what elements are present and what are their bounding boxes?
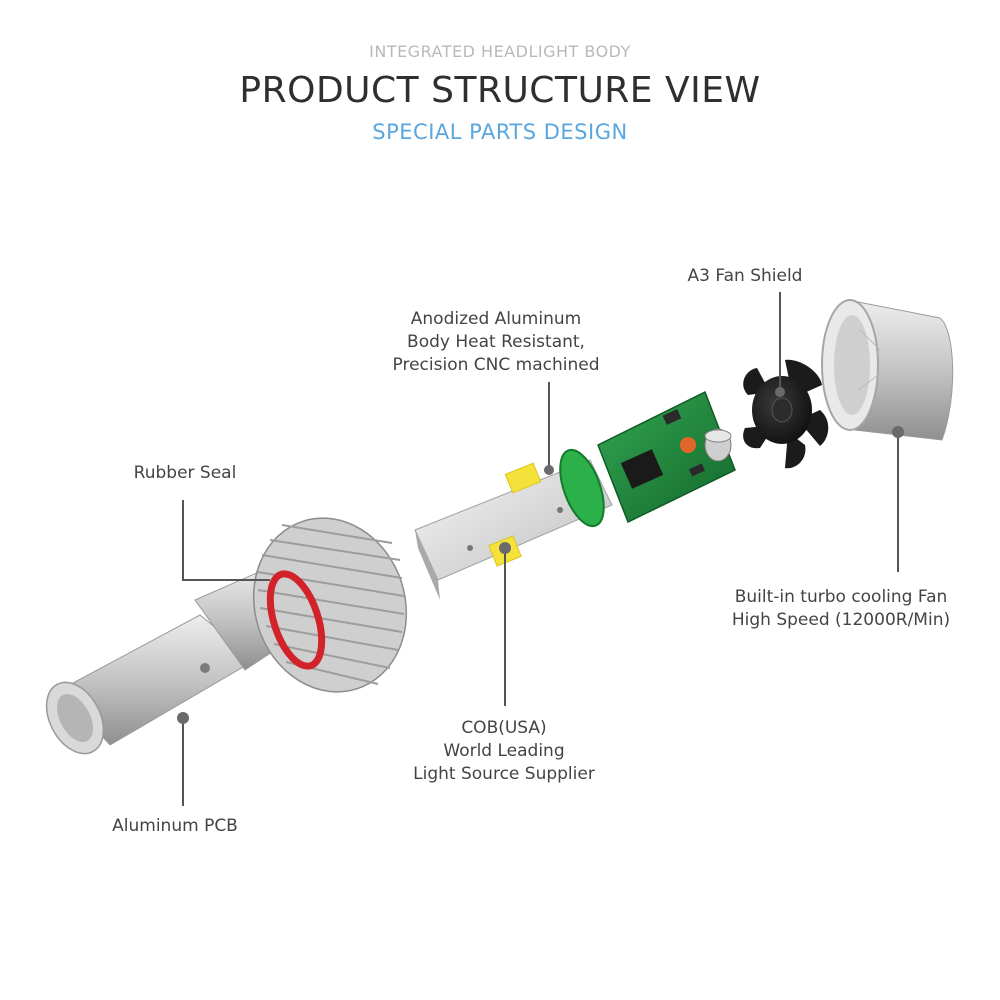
cooling-fan: [743, 359, 829, 469]
leader-rubber-seal: [182, 500, 270, 581]
callout-fan-shield: A3 Fan Shield: [650, 265, 840, 288]
callout-aluminum-pcb: Aluminum PCB: [95, 815, 255, 838]
callout-cob-line2: World Leading: [443, 741, 565, 761]
page-title: PRODUCT STRUCTURE VIEW: [239, 70, 761, 111]
rubber-seal-ring: [266, 570, 326, 670]
callout-aluminum-body: Anodized Aluminum Body Heat Resistant, P…: [370, 308, 622, 377]
page-subtitle: SPECIAL PARTS DESIGN: [372, 120, 628, 144]
green-collar: [559, 448, 605, 528]
callout-cooling-fan: Built-in turbo cooling Fan High Speed (1…: [712, 586, 970, 632]
callout-cooling-fan-line2: High Speed (12000R/Min): [731, 610, 951, 630]
callout-cob: COB(USA) World Leading Light Source Supp…: [395, 717, 613, 786]
capacitor: [704, 428, 732, 462]
fan-shield-ring: [821, 299, 954, 441]
callout-aluminum-body-line3: Precision CNC machined: [392, 355, 600, 375]
callout-cooling-fan-line1: Built-in turbo cooling Fan: [734, 587, 948, 607]
callout-cob-line1: COB(USA): [461, 718, 547, 738]
bulb-base: [45, 564, 321, 755]
callout-rubber-seal-text: Rubber Seal: [133, 463, 237, 483]
callout-rubber-seal: Rubber Seal: [115, 462, 255, 485]
callout-aluminum-body-line1: Anodized Aluminum: [410, 309, 582, 329]
driver-pcb: [597, 390, 736, 524]
callout-aluminum-body-line2: Body Heat Resistant,: [407, 332, 585, 352]
heatsink-fins: [252, 517, 408, 693]
leader-lines: [182, 292, 899, 806]
callout-fan-shield-text: A3 Fan Shield: [687, 266, 803, 286]
callout-aluminum-pcb-text: Aluminum PCB: [112, 816, 238, 836]
eyebrow-heading: INTEGRATED HEADLIGHT BODY: [369, 42, 631, 61]
callout-cob-line3: Light Source Supplier: [413, 764, 595, 784]
leader-dots: [177, 387, 904, 724]
